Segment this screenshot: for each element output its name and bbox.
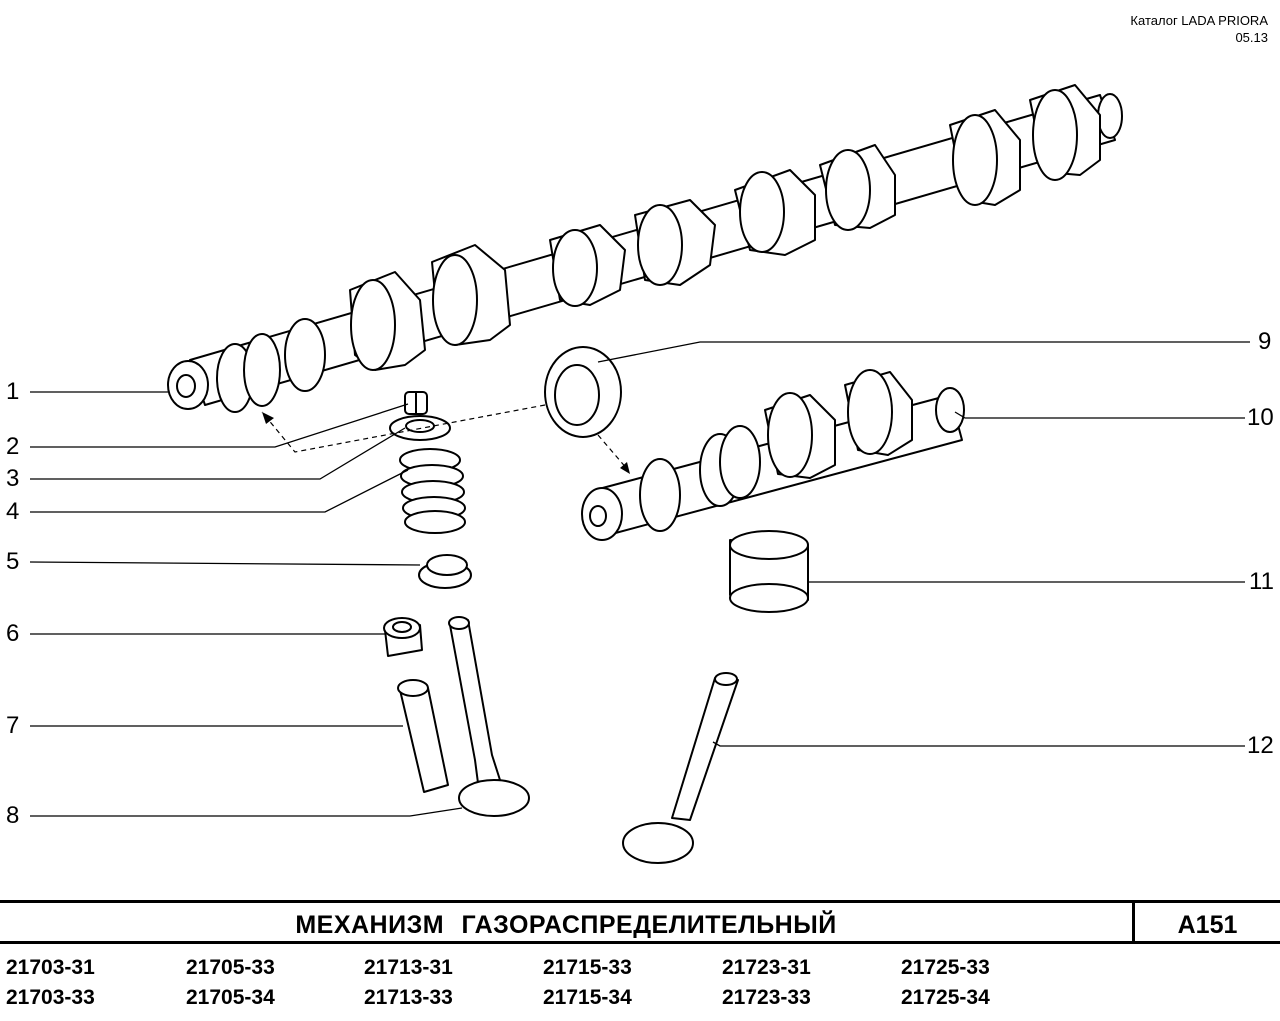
- model-code: 21705-34: [186, 986, 275, 1009]
- page-title: МЕХАНИЗМ ГАЗОРАСПРЕДЕЛИТЕЛЬНЫЙ: [295, 911, 837, 939]
- intake-camshaft: [167, 84, 1123, 413]
- exhaust-valve: [622, 672, 739, 864]
- model-code: 21713-31: [364, 956, 453, 979]
- callout-4: 4: [6, 498, 20, 525]
- callout-9: 9: [1258, 328, 1272, 355]
- callout-11: 11: [1249, 568, 1274, 595]
- callout-7: 7: [6, 712, 20, 739]
- spring-seat-washer: [418, 554, 472, 589]
- valve-keepers: [404, 391, 428, 415]
- catalog-header: Каталог LADA PRIORA 05.13: [1130, 12, 1268, 46]
- callout-10: 10: [1247, 404, 1274, 431]
- intake-valve: [448, 616, 530, 817]
- callout-6: 6: [6, 620, 20, 647]
- model-code: 21725-33: [901, 956, 990, 979]
- model-code: 21703-31: [6, 956, 95, 979]
- callout-1: 1: [6, 378, 20, 405]
- model-code: 21703-33: [6, 986, 95, 1009]
- catalog-edition: 05.13: [1235, 30, 1268, 45]
- model-code: 21705-33: [186, 956, 275, 979]
- model-code: 21725-34: [901, 986, 990, 1009]
- title-bar: МЕХАНИЗМ ГАЗОРАСПРЕДЕЛИТЕЛЬНЫЙ A151: [0, 900, 1280, 944]
- model-code: 21723-31: [722, 956, 811, 979]
- valve-stem-seal: [383, 617, 423, 657]
- applicable-models: 21703-31 21705-33 21713-31 21715-33 2172…: [0, 955, 1280, 1015]
- callout-8: 8: [6, 802, 20, 829]
- title-divider: [1132, 903, 1135, 941]
- callout-2: 2: [6, 433, 20, 460]
- exploded-parts-drawing: [29, 84, 1250, 864]
- hydraulic-lifter: [729, 530, 809, 613]
- model-code: 21723-33: [722, 986, 811, 1009]
- valve-guide: [397, 679, 449, 793]
- model-code: 21715-33: [543, 956, 632, 979]
- model-code: 21713-33: [364, 986, 453, 1009]
- callout-12: 12: [1247, 732, 1274, 759]
- callout-5: 5: [6, 548, 20, 575]
- exhaust-camshaft: [581, 369, 965, 541]
- callout-3: 3: [6, 465, 20, 492]
- valve-spring: [399, 448, 466, 534]
- model-code: 21715-34: [543, 986, 632, 1009]
- catalog-label: Каталог LADA PRIORA: [1130, 13, 1268, 28]
- page-code: A151: [1177, 911, 1238, 939]
- oil-seal-ring: [544, 346, 622, 438]
